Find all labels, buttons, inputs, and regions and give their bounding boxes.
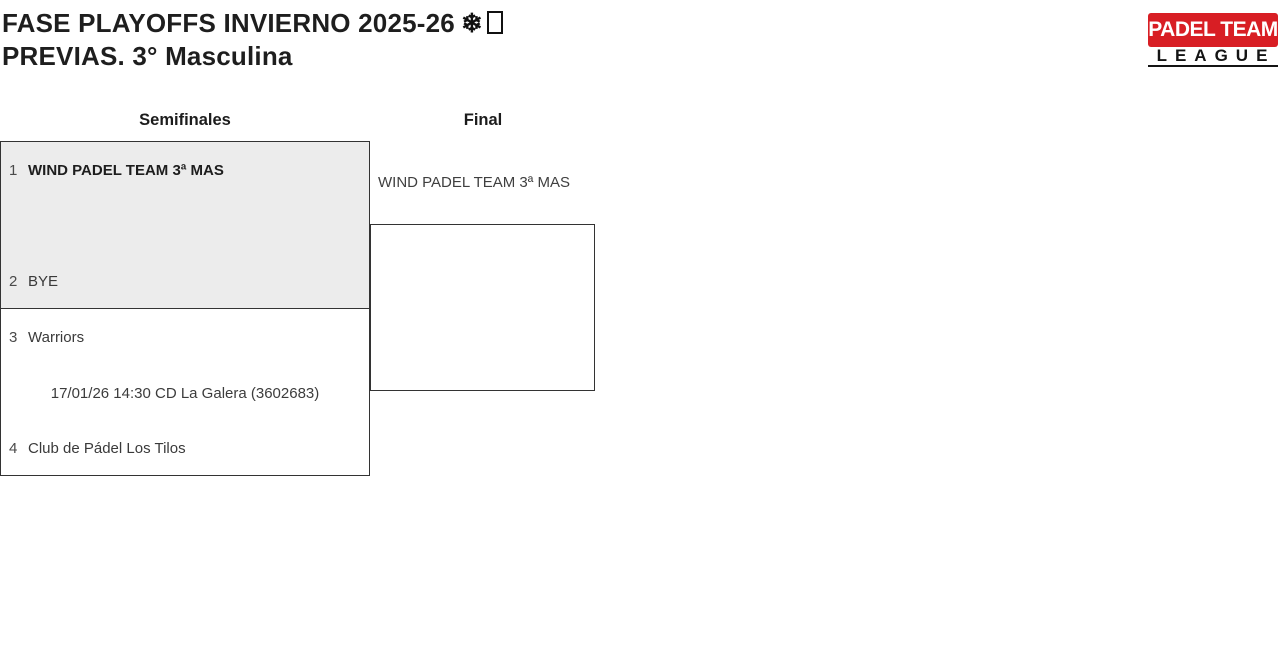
team-row[interactable]: 2 BYE [9, 273, 361, 291]
team-name: WIND PADEL TEAM 3ª MAS [28, 162, 224, 179]
semifinal-bracket-box: 1 WIND PADEL TEAM 3ª MAS 2 BYE 3 Warrior… [0, 141, 370, 476]
logo-league: LEAGUE [1148, 47, 1278, 67]
round-header-semifinales: Semifinales [139, 111, 231, 129]
logo-padel-team: PADEL TEAM [1148, 13, 1278, 47]
match-schedule: 17/01/26 14:30 CD La Galera (3602683) [50, 385, 320, 402]
team-name: Warriors [28, 329, 85, 346]
page-title: FASE PLAYOFFS INVIERNO 2025-26❄ PREVIAS.… [2, 7, 503, 73]
team-row[interactable]: 1 WIND PADEL TEAM 3ª MAS [9, 162, 361, 180]
title-line-2: PREVIAS. 3° Masculina [2, 41, 293, 71]
team-seed: 4 [9, 440, 18, 457]
round-header-final: Final [463, 111, 503, 129]
snowflake-icon: ❄ [460, 8, 483, 38]
final-match-box [370, 224, 595, 391]
team-seed: 3 [9, 329, 18, 346]
missing-glyph-box [486, 11, 503, 34]
padel-team-league-logo[interactable]: PADEL TEAM LEAGUE [1148, 13, 1278, 67]
team-row[interactable]: 4 Club de Pádel Los Tilos [9, 440, 361, 458]
semifinal-match-1: 1 WIND PADEL TEAM 3ª MAS 2 BYE [1, 142, 369, 309]
team-name: Club de Pádel Los Tilos [28, 440, 186, 457]
team-row[interactable]: 3 Warriors [9, 329, 361, 347]
team-seed: 1 [9, 162, 18, 179]
semifinal-match-2: 3 Warriors 17/01/26 14:30 CD La Galera (… [1, 309, 369, 475]
team-seed: 2 [9, 273, 18, 290]
title-line-1: FASE PLAYOFFS INVIERNO 2025-26❄ [2, 7, 503, 40]
team-name: BYE [28, 273, 59, 290]
final-advancing-team[interactable]: WIND PADEL TEAM 3ª MAS [378, 174, 570, 191]
title-text: FASE PLAYOFFS INVIERNO 2025-26 [2, 8, 455, 38]
